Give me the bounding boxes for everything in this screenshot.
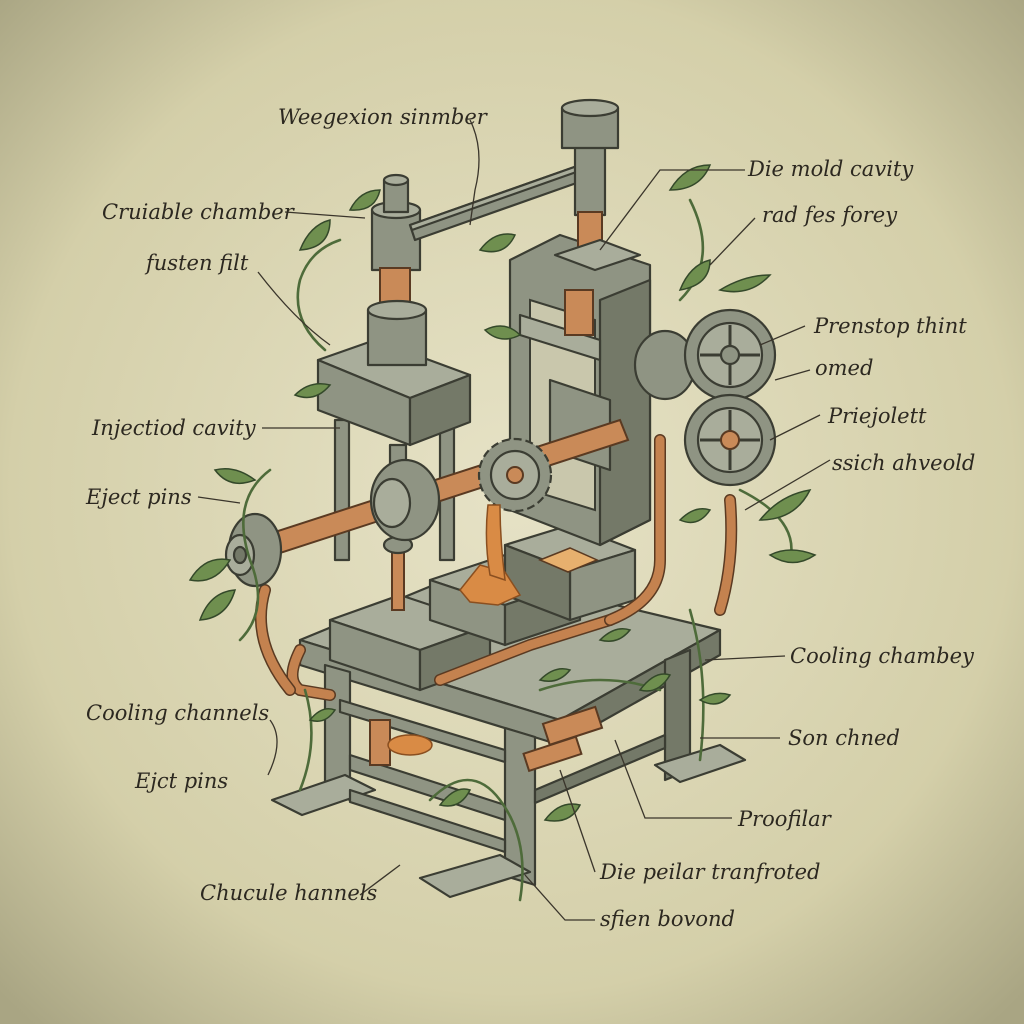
main-shaft	[224, 329, 697, 588]
label-rad-fes: rad fes forey	[762, 203, 898, 227]
top-crossbar	[408, 163, 587, 242]
label-eject-pins: Eject pins	[85, 485, 192, 509]
label-cooling-chambey: Cooling chambey	[790, 644, 975, 668]
label-fusten: fusten filt	[144, 251, 249, 275]
label-die-mold: Die mold cavity	[747, 157, 914, 181]
label-crucible: Cruiable chamber	[102, 200, 296, 224]
label-cooling-channels: Cooling channels	[86, 701, 269, 725]
molten-stream	[485, 504, 506, 582]
label-proofilar: Proofilar	[737, 807, 833, 831]
label-sfien: sfien bovond	[600, 907, 735, 931]
lower-rollers	[369, 705, 604, 773]
base-frame	[270, 568, 747, 899]
label-ssich: ssich ahveold	[832, 451, 975, 475]
label-die-peilar: Die peilar tranfroted	[599, 860, 820, 884]
label-wegexion: Weegexion sinmber	[278, 105, 489, 129]
callout-labels: Weegexion sinmber Cruiable chamber fuste…	[85, 105, 975, 931]
label-omed: omed	[815, 356, 873, 380]
leaves	[188, 164, 817, 822]
label-priejolett: Priejolett	[827, 404, 927, 428]
label-injection: Injectiod cavity	[91, 416, 257, 440]
label-chucule: Chucule hannels	[200, 881, 377, 905]
left-column	[316, 173, 472, 611]
label-son-chned: Son chned	[788, 726, 900, 750]
leader-lines	[197, 119, 831, 921]
mold-blocks	[328, 523, 637, 692]
label-prenstop: Prenstop thint	[813, 314, 967, 338]
flywheels	[683, 308, 777, 487]
coolant-pipes	[254, 434, 738, 701]
label-ejct-pins: Ejct pins	[134, 769, 228, 793]
